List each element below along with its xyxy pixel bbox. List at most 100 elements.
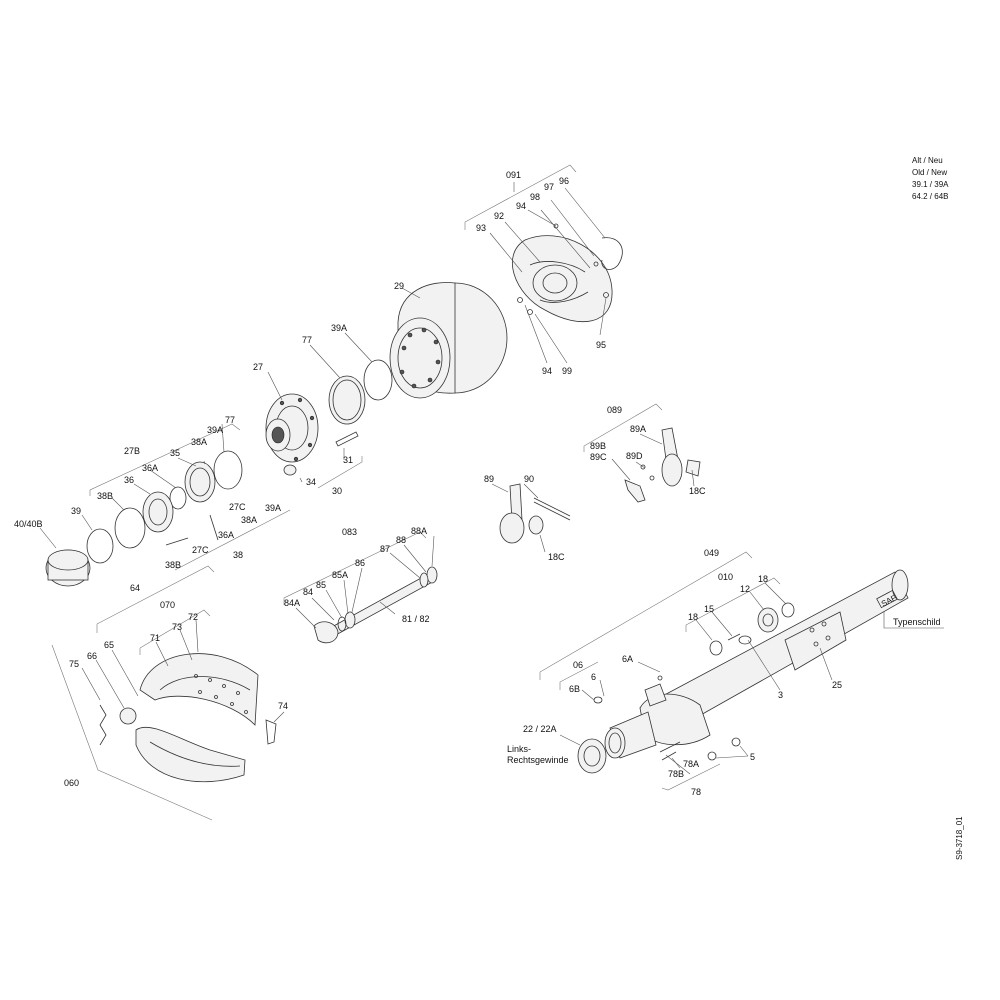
label-89B: 89B: [590, 441, 606, 451]
label-22-22A: 22 / 22A: [523, 724, 557, 734]
label-84: 84: [303, 587, 313, 597]
label-38: 38: [233, 550, 243, 560]
label-85: 85: [316, 580, 326, 590]
brake-shoe-group: [51, 565, 285, 821]
legend: Alt / Neu Old / New 39.1 / 39A 64.2 / 64…: [912, 156, 949, 201]
label-060: 060: [64, 778, 79, 788]
label-95: 95: [596, 340, 606, 350]
label-18-right: 18: [758, 574, 768, 584]
label-72: 72: [188, 612, 198, 622]
bearing-set: [81, 423, 291, 571]
label-40-40B: 40/40B: [14, 519, 43, 529]
label-84A: 84A: [284, 598, 300, 608]
ring-39A: [363, 359, 393, 401]
label-78A: 78A: [683, 759, 699, 769]
label-27: 27: [253, 362, 263, 372]
dust-shield-group: [464, 164, 623, 364]
label-64: 64: [130, 583, 140, 593]
camshaft-group: [283, 531, 438, 644]
label-18C-upper: 18C: [689, 486, 706, 496]
drawing-id: S9-3718_01: [955, 816, 964, 860]
label-90: 90: [524, 474, 534, 484]
label-39A-top: 39A: [331, 323, 347, 333]
label-5: 5: [750, 752, 755, 762]
label-049: 049: [704, 548, 719, 558]
label-88A: 88A: [411, 526, 427, 536]
label-73: 73: [172, 622, 182, 632]
label-15: 15: [704, 604, 714, 614]
label-88: 88: [396, 535, 406, 545]
axle-beam-group: [539, 551, 944, 739]
label-12: 12: [740, 584, 750, 594]
slack-adjuster-lever: [491, 483, 571, 553]
label-18-left: 18: [688, 612, 698, 622]
label-99: 99: [562, 366, 572, 376]
label-typenschild: Typenschild: [893, 617, 941, 627]
label-3: 3: [778, 690, 783, 700]
label-36: 36: [124, 475, 134, 485]
label-35: 35: [170, 448, 180, 458]
label-38B-lower: 38B: [165, 560, 181, 570]
label-6A: 6A: [622, 654, 633, 664]
label-85A: 85A: [332, 570, 348, 580]
label-27B: 27B: [124, 446, 140, 456]
label-81-82: 81 / 82: [402, 614, 430, 624]
label-29: 29: [394, 281, 404, 291]
label-66: 66: [87, 651, 97, 661]
label-39A-bearing: 39A: [207, 425, 223, 435]
label-31: 31: [343, 455, 353, 465]
label-30: 30: [332, 486, 342, 496]
hub-cap: [39, 527, 91, 587]
label-091: 091: [506, 170, 521, 180]
label-98: 98: [530, 192, 540, 202]
label-rechtsgewinde: Rechtsgewinde: [507, 755, 569, 765]
label-39A-lower: 39A: [265, 503, 281, 513]
label-77-bearing: 77: [225, 415, 235, 425]
label-083: 083: [342, 527, 357, 537]
label-38A: 38A: [191, 437, 207, 447]
label-89C: 89C: [590, 452, 607, 462]
wheel-hub: [265, 371, 363, 489]
label-18C-lower: 18C: [548, 552, 565, 562]
label-96: 96: [559, 176, 569, 186]
legend-line-4: 64.2 / 64B: [912, 192, 948, 201]
label-71: 71: [150, 633, 160, 643]
label-089: 089: [607, 405, 622, 415]
label-06: 06: [573, 660, 583, 670]
label-6B: 6B: [569, 684, 580, 694]
label-38A-lower: 38A: [241, 515, 257, 525]
label-93: 93: [476, 223, 486, 233]
slack-adjuster-group: [583, 403, 701, 503]
legend-line-2: Old / New: [912, 168, 947, 177]
label-75: 75: [69, 659, 79, 669]
label-89A: 89A: [630, 424, 646, 434]
label-070: 070: [160, 600, 175, 610]
seal-77: [328, 375, 366, 425]
label-89: 89: [484, 474, 494, 484]
label-74: 74: [278, 701, 288, 711]
axle-spindle: [559, 661, 749, 791]
label-34: 34: [306, 477, 316, 487]
brake-drum: [389, 282, 508, 399]
label-94-bottom: 94: [542, 366, 552, 376]
label-77-top: 77: [302, 335, 312, 345]
label-86: 86: [355, 558, 365, 568]
label-87: 87: [380, 544, 390, 554]
label-39: 39: [71, 506, 81, 516]
label-92: 92: [494, 211, 504, 221]
label-27C-lower: 27C: [192, 545, 209, 555]
label-36A: 36A: [142, 463, 158, 473]
label-25: 25: [832, 680, 842, 690]
label-97: 97: [544, 182, 554, 192]
label-78B: 78B: [668, 769, 684, 779]
label-89D: 89D: [626, 451, 643, 461]
label-65: 65: [104, 640, 114, 650]
label-38B: 38B: [97, 491, 113, 501]
legend-line-1: Alt / Neu: [912, 156, 943, 165]
label-010: 010: [718, 572, 733, 582]
label-36A-lower: 36A: [218, 530, 234, 540]
legend-line-3: 39.1 / 39A: [912, 180, 949, 189]
label-78: 78: [691, 787, 701, 797]
label-6: 6: [591, 672, 596, 682]
